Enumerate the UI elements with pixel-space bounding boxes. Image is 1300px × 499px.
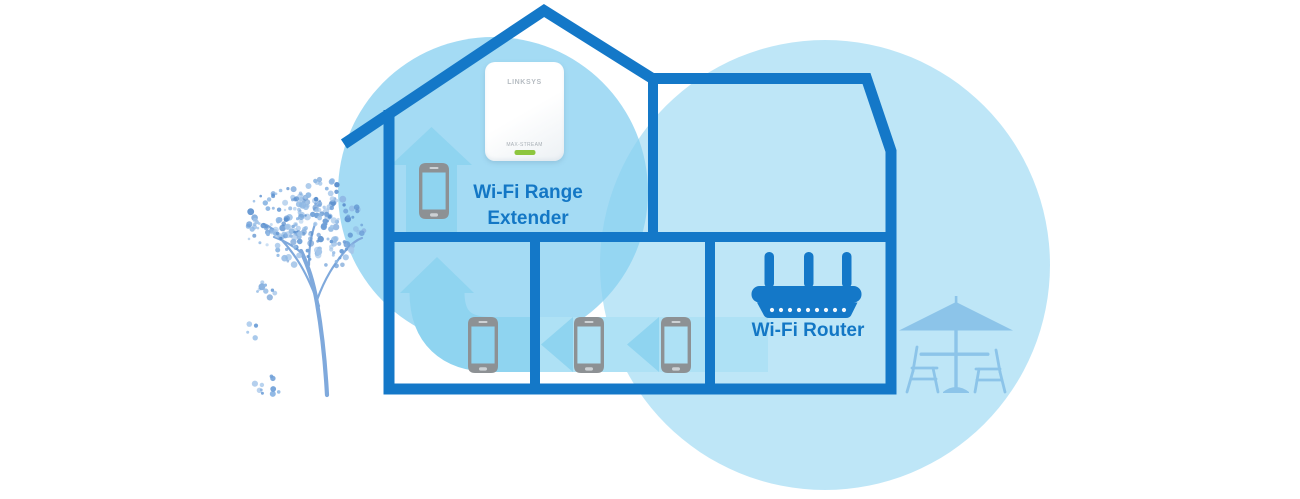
router-body <box>751 286 862 303</box>
router-icon <box>751 252 862 318</box>
table-top <box>919 352 990 356</box>
umbrella-canopy <box>899 302 1013 331</box>
umbrella-pole <box>954 330 958 390</box>
router-antenna <box>764 252 774 288</box>
tree-icon <box>245 176 367 398</box>
umbrella-foot <box>943 387 969 393</box>
router-antenna <box>804 252 814 288</box>
umbrella-finial <box>954 296 958 304</box>
extender-device: LINKSYS MAX-STREAM <box>485 62 564 161</box>
extender-brand-text: LINKSYS <box>507 79 542 86</box>
coverage-circle-extender <box>338 37 648 347</box>
extender-led-bar <box>514 150 535 155</box>
left-chevron-icon <box>541 317 573 372</box>
extender-label: Wi-Fi Range Extender <box>438 180 618 232</box>
patio-chair-left <box>905 345 940 394</box>
tree-foliage <box>245 176 367 397</box>
router-led-dots <box>769 307 847 313</box>
extender-model-text: MAX-STREAM <box>506 142 543 148</box>
router-antenna <box>842 252 852 288</box>
router-label: Wi-Fi Router <box>751 320 865 341</box>
up-arrow-icon <box>391 127 472 242</box>
elbow-arrow-band <box>409 290 535 372</box>
left-chevron-icon <box>627 317 659 372</box>
extender-label-line1: Wi-Fi Range <box>473 182 583 203</box>
patio-table-icon <box>899 296 1013 394</box>
house-walls-and-floor <box>383 73 897 395</box>
house-roof <box>340 3 661 149</box>
elbow-arrow-head <box>400 257 474 293</box>
signal-band <box>400 257 768 372</box>
coverage-circle-router <box>600 40 1050 490</box>
patio-chair-right <box>973 348 1007 394</box>
house-outline <box>340 3 897 395</box>
extender-label-line2: Extender <box>487 208 569 229</box>
